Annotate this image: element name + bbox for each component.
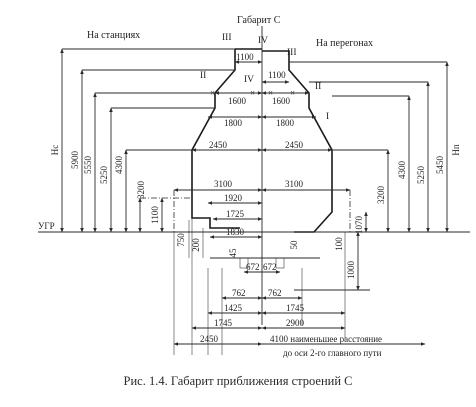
haul-label: На перегонах (316, 38, 373, 49)
height-3200: 3200 (136, 181, 146, 200)
height-r4300: 4300 (397, 161, 407, 180)
gauge-title: Габарит С (237, 15, 281, 26)
zone-iv-top: IV (258, 36, 268, 46)
zone-iii-right: III (287, 48, 297, 58)
width-1745-left: 1745 (214, 318, 233, 328)
width-2450-left: 2450 (209, 140, 228, 150)
height-5250: 5250 (99, 166, 109, 185)
figure-caption: Рис. 1.4. Габарит приближения строений С (123, 374, 353, 388)
zone-ii-right: II (315, 82, 321, 92)
width-1830: 1830 (226, 227, 245, 237)
distance-4100-note: 4100 наименьшее расстояние (270, 334, 382, 344)
width-1100-left: 1100 (236, 52, 254, 62)
height-4300: 4300 (114, 156, 124, 175)
cross-mark-left: × (210, 88, 215, 98)
stations-label: На станциях (87, 30, 140, 41)
width-3100-right: 3100 (285, 179, 304, 189)
height-1100: 1100 (150, 206, 160, 224)
width-1100-right: 1100 (268, 70, 286, 80)
width-1800-left: 1800 (224, 118, 243, 128)
width-762-right: 762 (268, 288, 282, 298)
cross-mark-mid: × (250, 88, 255, 98)
width-1725: 1725 (226, 209, 245, 219)
dim-50: 50 (289, 240, 299, 250)
width-2900: 2900 (286, 318, 305, 328)
dim-750: 750 (176, 233, 186, 247)
width-672-right: 672 (263, 262, 277, 272)
zone-i-right: I (326, 112, 329, 122)
width-1745-right: 1745 (286, 303, 305, 313)
width-672-left: 672 (246, 262, 260, 272)
width-1920: 1920 (224, 193, 243, 203)
hs-label: Нс (50, 145, 60, 156)
dim-200: 200 (191, 238, 201, 252)
width-1800-right: 1800 (276, 118, 295, 128)
zone-iii-left: III (222, 33, 232, 43)
height-r5450: 5450 (435, 156, 445, 175)
width-762-left: 762 (232, 288, 246, 298)
height-r1070: 1070 (354, 216, 364, 235)
width-2450-bottom: 2450 (200, 334, 219, 344)
height-5550: 5550 (83, 156, 93, 175)
height-5900: 5900 (70, 151, 80, 170)
zone-ii-left: II (200, 71, 206, 81)
width-2450-right: 2450 (285, 140, 304, 150)
hp-label: Нп (451, 144, 461, 155)
haul-outline (262, 50, 333, 233)
width-1425: 1425 (224, 303, 243, 313)
width-1600-right: 1600 (272, 96, 291, 106)
dim-45: 45 (228, 248, 238, 258)
height-1000: 1000 (346, 261, 356, 280)
width-3100-left: 3100 (214, 179, 233, 189)
ugr-label: УГР (38, 221, 55, 231)
height-r5250: 5250 (416, 166, 426, 185)
distance-4100-note-2: до оси 2-го главного пути (283, 348, 382, 358)
zone-iv-mid: IV (244, 75, 254, 85)
rail-right (275, 257, 285, 269)
width-1600-left: 1600 (228, 96, 247, 106)
height-r3200: 3200 (376, 186, 386, 205)
dim-100: 100 (334, 237, 344, 251)
